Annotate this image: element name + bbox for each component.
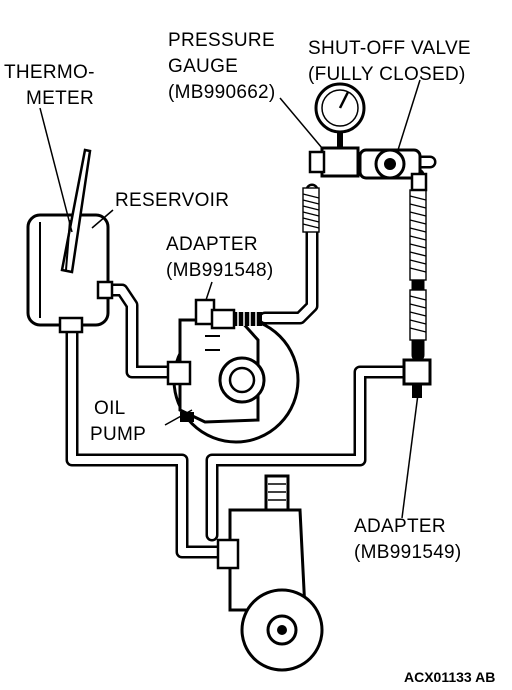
label-reservoir: RESERVOIR bbox=[115, 190, 229, 211]
pressure-gauge bbox=[308, 82, 366, 178]
steering-gear-box bbox=[216, 474, 324, 672]
label-adapter-top-part: (MB991548) bbox=[166, 260, 274, 281]
thermometer bbox=[60, 148, 92, 274]
oil-pump bbox=[166, 298, 300, 444]
label-adapter-bottom-part: (MB991549) bbox=[354, 542, 462, 563]
label-shutoff-valve-line2: (FULLY CLOSED) bbox=[308, 64, 466, 85]
adapter-bottom bbox=[402, 358, 432, 398]
label-adapter-top-line1: ADAPTER bbox=[166, 234, 258, 255]
label-oil-pump-line1: OIL bbox=[94, 398, 126, 419]
shutoff-valve bbox=[358, 148, 428, 192]
label-adapter-bottom-line1: ADAPTER bbox=[354, 516, 446, 537]
label-pressure-gauge-line1: PRESSURE bbox=[168, 30, 275, 51]
callout-labels: THERMO- METER PRESSURE GAUGE (MB990662) … bbox=[4, 30, 495, 685]
adapter-top bbox=[210, 308, 262, 330]
braided-hose-right bbox=[409, 189, 427, 341]
label-pressure-gauge-part: (MB990662) bbox=[168, 82, 276, 103]
label-pressure-gauge-line2: GAUGE bbox=[168, 56, 238, 77]
label-thermometer-line2: METER bbox=[26, 88, 94, 109]
label-oil-pump-line2: PUMP bbox=[90, 424, 146, 445]
braided-hose-left bbox=[302, 187, 320, 233]
leader-lines bbox=[39, 79, 421, 519]
figure-code: ACX01133 AB bbox=[404, 669, 495, 685]
label-shutoff-valve-line1: SHUT-OFF VALVE bbox=[308, 38, 471, 59]
label-thermometer-line1: THERMO- bbox=[4, 62, 95, 83]
